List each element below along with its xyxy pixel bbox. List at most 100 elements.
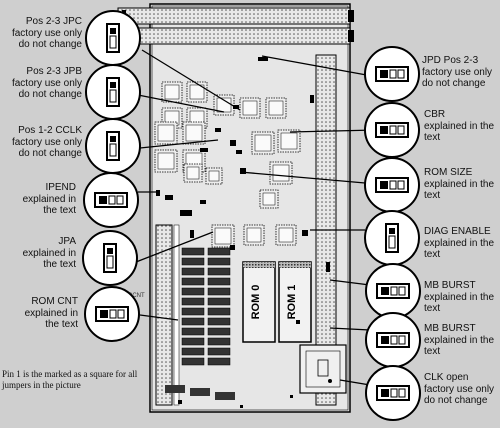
dip-chip <box>181 327 231 336</box>
plcc-chip <box>259 189 279 209</box>
chip-group <box>154 81 301 248</box>
plcc-chip <box>154 149 178 173</box>
plcc-chip <box>213 94 235 116</box>
leader-line <box>261 55 373 77</box>
board-component <box>240 168 246 174</box>
callout-jpd <box>364 46 420 102</box>
small-components <box>156 57 330 408</box>
callout-rom-cnt <box>84 286 140 342</box>
plcc-chip <box>243 224 265 246</box>
leader-line <box>329 279 371 286</box>
board-component <box>190 230 194 238</box>
board-component <box>215 128 221 132</box>
leader-line <box>141 49 241 111</box>
dip-chip <box>181 317 231 326</box>
board-component <box>178 400 182 404</box>
dip-chip-group <box>165 247 235 400</box>
plcc-chip <box>269 161 293 185</box>
callout-cclk <box>85 118 141 174</box>
leader-line <box>137 94 225 113</box>
cpu-socket <box>299 344 347 394</box>
callout-rom-size <box>364 157 420 213</box>
leader-line <box>289 129 377 133</box>
callout-diag-enable <box>364 210 420 266</box>
callout-ipend <box>83 172 139 228</box>
board-component <box>290 395 293 398</box>
callout-circles <box>82 10 421 421</box>
board-component <box>165 195 173 200</box>
dip-chip <box>181 357 231 366</box>
board-component <box>236 150 242 154</box>
callout-jpb <box>85 64 141 120</box>
dip-chip <box>181 287 231 296</box>
plcc-chip <box>275 224 297 246</box>
rom-1-chip: ROM 1 <box>278 261 312 343</box>
leader-line <box>329 327 371 331</box>
leader-line <box>239 171 366 184</box>
leader-line <box>139 139 219 149</box>
plcc-chip <box>211 224 235 248</box>
plcc-chip <box>277 129 301 153</box>
rcnt-label: RCNT <box>128 293 145 299</box>
dip-chip <box>215 392 235 400</box>
board-component <box>326 262 330 272</box>
dip-chip <box>181 297 231 306</box>
plcc-chip <box>183 163 203 183</box>
callout-clk-open <box>365 365 421 421</box>
plcc-chip <box>239 97 261 119</box>
rom-0-chip: ROM 0 <box>242 261 276 343</box>
board-component <box>310 95 314 103</box>
board-component <box>296 320 300 324</box>
dip-chip <box>165 385 185 393</box>
dip-chip <box>181 257 231 266</box>
pin1-note: Pin 1 is the marked as a square for all … <box>2 369 138 390</box>
dip-chip <box>181 267 231 276</box>
leader-line <box>139 314 179 321</box>
board-component <box>200 200 206 204</box>
board-component <box>258 57 268 61</box>
board-component <box>200 148 208 152</box>
board-component <box>240 405 243 408</box>
plcc-chip <box>186 81 208 103</box>
plcc-chip <box>205 167 223 185</box>
dip-chip <box>181 277 231 286</box>
leader-lines <box>135 49 377 386</box>
dip-chip <box>190 388 210 396</box>
leader-line <box>135 231 214 263</box>
rom-0-label: ROM 0 <box>250 285 262 320</box>
callout-cbr <box>364 102 420 158</box>
dip-chip <box>181 337 231 346</box>
callout-jpa <box>82 230 138 286</box>
leader-line <box>339 379 371 386</box>
callout-mb-burst-2 <box>365 312 421 368</box>
plcc-chip <box>182 121 206 145</box>
plcc-chip <box>154 121 178 145</box>
dip-chip <box>181 247 231 256</box>
plcc-chip <box>265 97 287 119</box>
plcc-chip <box>161 81 183 103</box>
board-component <box>230 140 236 146</box>
callout-jpc <box>85 10 141 66</box>
plcc-chip <box>251 131 275 155</box>
board-component <box>156 190 160 196</box>
rom-1-label: ROM 1 <box>286 285 298 320</box>
board-component <box>302 230 308 236</box>
dip-chip <box>181 347 231 356</box>
callout-mb-burst-1 <box>365 263 421 319</box>
board-component <box>180 210 192 216</box>
